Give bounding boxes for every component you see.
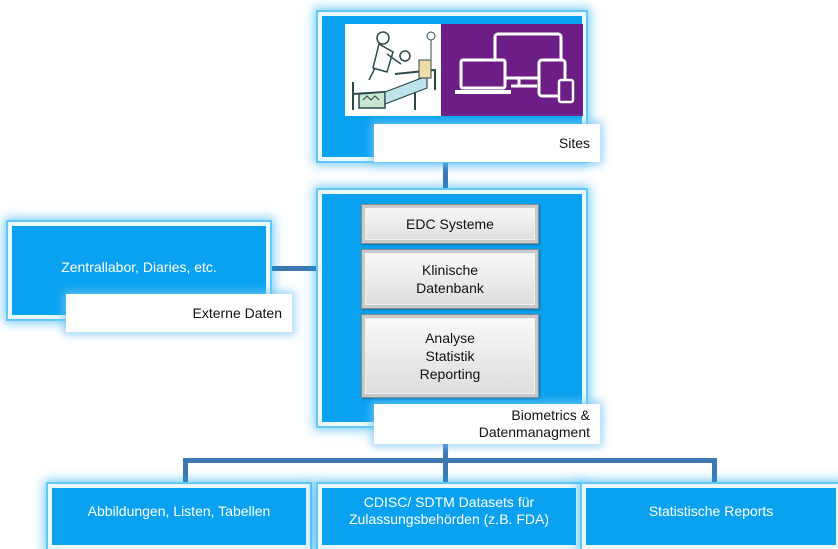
connector-external-to-center — [268, 266, 326, 271]
connector-bus-mid — [443, 458, 448, 488]
sites-label: Sites — [374, 124, 600, 162]
clinical-database-step: Klinische Datenbank — [361, 249, 539, 309]
connector-bus — [183, 458, 717, 463]
output-figures-text: Abbildungen, Listen, Tabellen — [87, 502, 271, 519]
connector-bus-left — [183, 458, 188, 488]
connector-center-to-bus — [443, 444, 448, 462]
external-source-text: Zentrallabor, Diaries, etc. — [61, 258, 217, 275]
analysis-statistics-reporting-step: Analyse Statistik Reporting — [361, 314, 539, 398]
connector-sites-to-center — [443, 163, 448, 195]
output-cdisc-text: CDISC/ SDTM Datasets für Zulassungsbehör… — [349, 494, 549, 527]
devices-icon — [441, 24, 583, 116]
output-reports-text: Statistische Reports — [648, 502, 774, 519]
sites-illustration — [345, 24, 583, 116]
external-data-label: Externe Daten — [66, 294, 292, 332]
biometrics-label: Biometrics & Datenmanagment — [374, 404, 600, 444]
connector-bus-right — [712, 458, 717, 488]
hospital-bed-icon — [345, 24, 441, 116]
edc-systems-step: EDC Systeme — [361, 204, 539, 244]
